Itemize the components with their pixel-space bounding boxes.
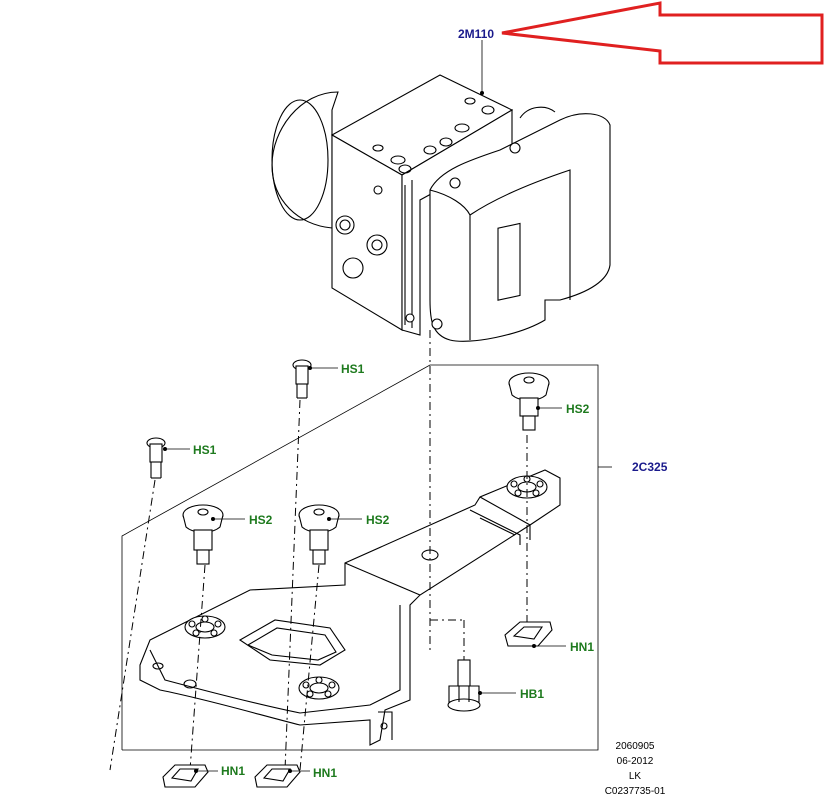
leader-2m110 <box>480 40 484 95</box>
footer-code: C0237735-01 <box>605 786 666 797</box>
red-pointer-arrow <box>501 1 824 65</box>
clip-hn1-center <box>254 764 310 788</box>
label-hs1-left: HS1 <box>193 443 217 457</box>
label-hb1: HB1 <box>520 687 544 701</box>
label-hs2-right: HS2 <box>566 402 590 416</box>
label-hn1-right: HN1 <box>570 640 594 654</box>
screw-hs1-upper <box>292 359 338 399</box>
label-hn1-left: HN1 <box>221 764 245 778</box>
label-hn1-center: HN1 <box>313 766 337 780</box>
label-hs2-center: HS2 <box>366 513 390 527</box>
grommet-left <box>184 615 226 639</box>
footer-number: 2060905 <box>616 741 655 752</box>
stud-hs2-right <box>508 372 562 431</box>
abs-module <box>271 74 611 342</box>
stud-hs2-left <box>182 504 245 565</box>
bracket-frame-box <box>121 364 612 751</box>
label-hs2-left: HS2 <box>249 513 273 527</box>
label-hs1-upper: HS1 <box>341 362 365 376</box>
footer-initials: LK <box>629 771 642 782</box>
clip-hn1-right <box>504 621 566 648</box>
mounting-bracket-2c325 <box>139 469 561 746</box>
footer-date: 06-2012 <box>617 756 654 767</box>
label-2c325: 2C325 <box>632 460 668 474</box>
clip-hn1-left <box>162 764 218 788</box>
assembly-centerlines <box>109 330 528 771</box>
grommet-center <box>298 676 340 700</box>
stud-hs2-center <box>298 504 362 565</box>
bolt-hb1 <box>447 659 516 712</box>
label-2m110: 2M110 <box>458 27 494 41</box>
screw-hs1-left <box>146 437 190 479</box>
